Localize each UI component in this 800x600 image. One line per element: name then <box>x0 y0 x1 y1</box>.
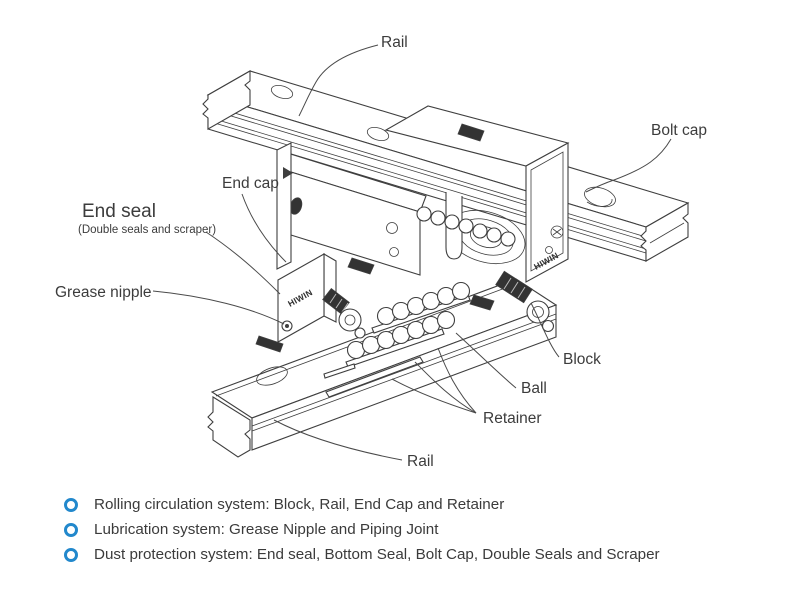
label-ball: Ball <box>521 380 547 397</box>
label-rail-top: Rail <box>381 34 408 51</box>
cut-slot-2 <box>469 294 495 311</box>
system-legend: Rolling circulation system: Block, Rail,… <box>64 492 660 567</box>
top-rail-right-end-face <box>640 202 689 262</box>
linear-guideway-diagram: HIWIN <box>55 34 707 470</box>
leader-grease-nipple <box>152 290 285 325</box>
leader-retainer-1 <box>391 378 477 414</box>
end-seal-side-face <box>323 253 337 323</box>
label-end-seal-sub: (Double seals and scraper) <box>78 224 216 236</box>
legend-text: Lubrication system: Grease Nipple and Pi… <box>94 521 439 538</box>
bottom-rail-bolt-hole <box>256 366 288 386</box>
leader-ball <box>455 332 517 389</box>
leader-block <box>530 302 560 358</box>
legend-item-dust: Dust protection system: End seal, Bottom… <box>64 542 660 567</box>
ball-circulation-cutaway <box>416 192 526 265</box>
ball-row-1 <box>376 281 471 326</box>
label-rail-bottom: Rail <box>407 453 434 470</box>
rail-bolt-hole-1 <box>270 85 294 99</box>
bottom-rail-front-face <box>251 304 557 451</box>
grease-nipple-left <box>322 287 366 339</box>
end-cap-mark <box>283 167 293 179</box>
end-cap-screw <box>550 225 564 239</box>
end-seal-unit: HIWIN <box>255 253 366 353</box>
legend-text: Rolling circulation system: Block, Rail,… <box>94 496 505 513</box>
label-end-seal: End seal <box>82 201 156 222</box>
leader-bolt-cap <box>585 138 672 193</box>
bullet-icon <box>64 497 78 512</box>
legend-item-lubrication: Lubrication system: Grease Nipple and Pi… <box>64 517 660 542</box>
leader-rail-top <box>298 44 379 117</box>
leader-retainer-2 <box>414 361 477 414</box>
carriage-block: HIWIN <box>277 105 570 333</box>
bolt-cap-hole <box>584 186 616 208</box>
leader-retainer-3 <box>437 347 477 414</box>
retainer-strip-3 <box>323 363 356 379</box>
ball-retainer-display <box>323 281 471 379</box>
top-rail-left-end-face <box>202 70 251 130</box>
rail-bolt-hole-2 <box>366 127 390 141</box>
leader-rail-bottom <box>273 419 403 461</box>
legend-item-rolling: Rolling circulation system: Block, Rail,… <box>64 492 660 517</box>
leader-end-cap <box>241 193 287 263</box>
leader-end-seal <box>205 231 281 295</box>
label-retainer: Retainer <box>483 410 542 427</box>
label-grease-nipple: Grease nipple <box>55 284 152 301</box>
retainer-strip-2 <box>345 328 445 368</box>
mounting-hole-slot <box>457 123 485 142</box>
seal-slot <box>255 335 284 353</box>
label-block: Block <box>563 351 601 368</box>
label-bolt-cap: Bolt cap <box>651 122 707 139</box>
bullet-icon <box>64 522 78 537</box>
bottom-rail <box>207 278 558 458</box>
ball-row-block <box>416 206 516 247</box>
end-seal-plate-outline <box>530 151 564 272</box>
end-cap-plate <box>276 142 293 270</box>
bottom-seal-strip <box>325 356 424 398</box>
bullet-icon <box>64 547 78 562</box>
part-labels: Rail Bolt cap End cap End seal (Double s… <box>55 34 707 470</box>
bottom-rail-end-face <box>207 396 251 458</box>
label-end-cap: End cap <box>222 175 279 192</box>
ball-row-2 <box>346 310 456 360</box>
legend-text: Dust protection system: End seal, Bottom… <box>94 546 660 563</box>
cut-slot-1 <box>347 257 375 275</box>
block-end-face <box>525 142 569 283</box>
leader-lines <box>152 44 672 461</box>
